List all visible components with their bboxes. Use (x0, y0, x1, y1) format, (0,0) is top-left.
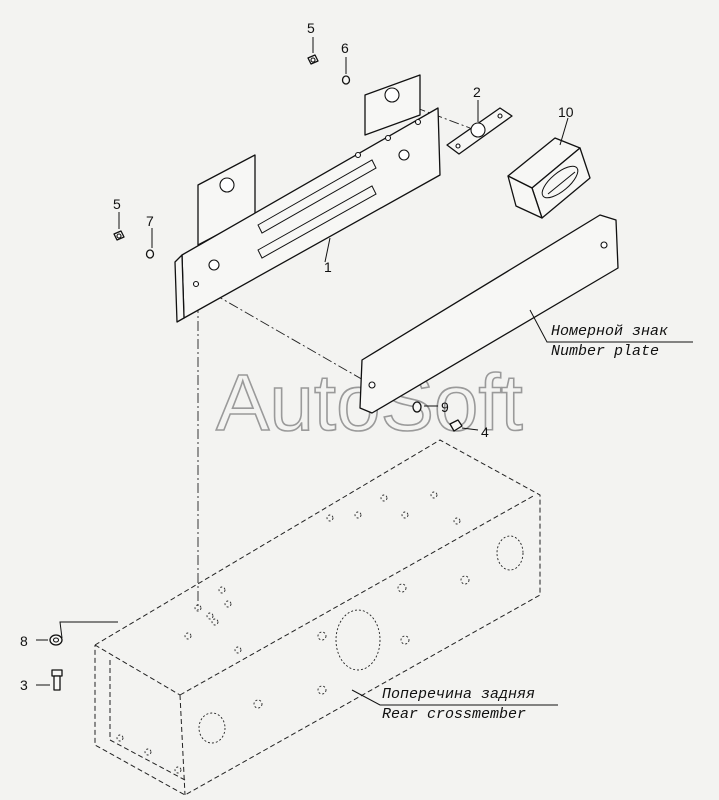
caption-number-plate-en: Number plate (551, 343, 659, 360)
callout-5-left: 5 (113, 196, 121, 212)
callout-4: 4 (481, 424, 489, 440)
caption-number-plate-ru: Номерной знак (551, 323, 668, 340)
part-1-plate-bracket (174, 74, 441, 323)
callout-3: 3 (20, 677, 28, 693)
rear-crossmember (94, 439, 541, 796)
caption-crossmember-en: Rear crossmember (382, 706, 526, 723)
callout-9: 9 (441, 399, 449, 415)
plate-axis-line (197, 284, 373, 386)
part-2-gasket (446, 107, 513, 155)
fastener-9-washer (412, 401, 422, 413)
part-10-plate-lamp (507, 137, 591, 219)
lamp-bracket-axis-line (381, 94, 471, 129)
fastener-8-washer (49, 634, 63, 646)
callout-2: 2 (473, 84, 481, 100)
callout-10: 10 (558, 104, 574, 120)
callout-8: 8 (20, 633, 28, 649)
fastener-3-bolt (51, 669, 63, 691)
fastener-5-top (307, 54, 319, 65)
leader-lines (36, 37, 693, 706)
fastener-5-left (113, 230, 125, 241)
callout-5-top: 5 (307, 20, 315, 36)
callout-1: 1 (324, 259, 332, 275)
callout-6: 6 (341, 40, 349, 56)
callout-7: 7 (146, 213, 154, 229)
fastener-7 (145, 249, 155, 259)
fastener-6 (341, 75, 351, 85)
number-plate (359, 214, 619, 414)
caption-crossmember-ru: Поперечина задняя (382, 686, 535, 703)
fastener-4-screw (449, 419, 463, 432)
